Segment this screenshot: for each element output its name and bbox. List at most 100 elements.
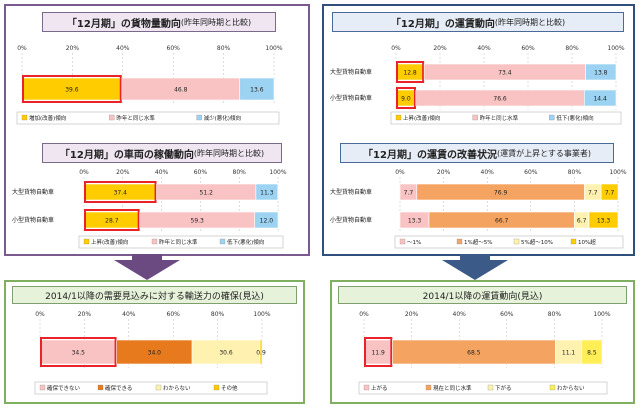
fare-data-label: 73.4 [498,70,512,77]
freight-tick-label: 0% [17,45,27,52]
freight-legend-swatch [109,114,115,121]
vehicle-data-label: 28.7 [105,218,119,225]
fare-bar-segment [584,89,617,107]
freight-data-label: 39.6 [65,87,79,94]
vehicle-legend-swatch [219,238,226,245]
capacity-tick-label: 20% [78,311,92,318]
improve-legend-box [394,235,624,249]
capacity-legend-label: その他 [221,384,238,392]
fare_outlook-tick-label: 80% [548,311,562,318]
improve-legend-label: 5%超～10% [521,238,553,246]
capacity-data-label: 0.9 [256,350,266,357]
improve-legend-swatch [399,238,406,245]
improve-legend-label: ～1% [407,240,421,246]
capacity-data-label: 34.5 [72,350,86,357]
fare-tick-label: 40% [477,45,491,52]
vehicle-highlight-box [84,209,140,231]
fare_outlook-bar-segment [555,339,583,365]
fare-data-label: 12.8 [403,70,417,77]
improve-legend-label: 1%超～5% [464,238,492,246]
capacity-bar-segment [191,339,261,365]
fare_outlook-legend-label: 下がる [495,384,512,392]
fare_outlook-legend-swatch [425,384,432,391]
vehicle-tick-label: 20% [116,169,130,176]
improve-data-label: 7.7 [588,190,598,197]
freight-tick-label: 60% [167,45,181,52]
freight-tick-label: 100% [265,45,282,52]
lower-right-frame [330,280,635,404]
fare-legend-label: 上昇(改善)傾向 [403,114,440,122]
lower-left-frame [4,280,305,404]
fare_outlook-legend-box [358,381,608,395]
fare_outlook-legend-label: わからない [557,385,585,392]
improve-tick-label: 100% [609,169,626,176]
capacity-legend-label: わからない [163,385,191,392]
freight-data-label: 13.6 [250,87,264,94]
improve-tick-label: 20% [437,169,451,176]
capacity-bar-segment [116,339,193,365]
fare_outlook-tick-label: 0% [359,311,369,318]
fare_outlook-tick-label: 40% [453,311,467,318]
vehicle-bar-segment [254,211,279,229]
fare-tick-label: 80% [565,45,579,52]
fare_outlook-legend-label: 現在と同じ水準 [433,384,472,392]
freight-legend-box [16,111,280,125]
vehicle-tick-label: 40% [155,169,169,176]
fare_outlook-bar-segment [581,339,603,365]
fare_outlook-legend-label: 上がる [371,384,388,392]
vehicle-title: 「12月期」の車両の稼働動向 (昨年同時期と比較) [42,143,282,163]
fare_outlook-data-label: 68.5 [467,350,481,357]
fare-data-label: 14.4 [593,96,607,103]
freight-bar-segment [239,77,275,101]
capacity-legend-label: 確保できない [47,384,81,392]
vehicle-data-label: 37.4 [114,190,128,197]
capacity-data-label: 34.0 [148,350,162,357]
improve-tick-label: 0% [395,169,405,176]
fare_outlook-tick-label: 60% [500,311,514,318]
freight-highlight-box [22,75,122,103]
fare-legend-box [390,111,622,125]
improve-legend-swatch [456,238,463,245]
capacity-highlight-box [40,337,117,367]
vehicle-tick-label: 80% [233,169,247,176]
down-arrow-right [442,254,508,280]
fare_outlook-legend-swatch [363,384,370,391]
down-arrow-left-shape [114,254,180,280]
fare-data-label: 9.0 [401,96,411,103]
improve-category-label: 小型貨物自動車 [330,216,372,224]
vehicle-legend-label: 低下(悪化)傾向 [227,238,264,246]
freight-tick-label: 80% [217,45,231,52]
capacity-title-text: 2014/1以降の需要見込みに対する輸送力の確保(見込) [45,291,264,302]
improve-legend-swatch [570,238,577,245]
fare-highlight-box [396,61,425,83]
vehicle-data-label: 12.0 [260,218,274,225]
freight-title-text: 「12月期」の貨物量動向 [66,18,181,30]
vehicle-tick-label: 60% [194,169,208,176]
fare-tick-label: 0% [391,45,401,52]
down-arrow-left [114,254,180,280]
fare-outlook-title: 2014/1以降の運賃動向(見込) [338,286,627,304]
vehicle-category-label: 小型貨物自動車 [12,216,54,224]
improve-category-label: 大型貨物自動車 [330,188,372,196]
vehicle-highlight-box [84,181,157,203]
vehicle-legend-label: 上昇(改善)傾向 [91,238,128,246]
vehicle-subtitle: (昨年同時期と比較) [193,148,265,158]
fare-data-label: 13.8 [594,70,608,77]
freight-legend-swatch [21,114,28,121]
improve-subtitle: (運賃が上昇とする事業者) [496,148,591,158]
fare_outlook-bar-segment [392,339,556,365]
improve-bar-segment [600,183,619,201]
capacity-legend-swatch [39,384,46,391]
fare-title: 「12月期」の運賃動向 (昨年同時期と比較) [332,12,624,32]
capacity-title: 2014/1以降の需要見込みに対する輸送力の確保(見込) [12,286,297,304]
fare_outlook-legend-swatch [549,384,556,391]
capacity-tick-label: 100% [253,311,270,318]
fare_outlook-tick-label: 20% [405,311,419,318]
capacity-legend-label: 確保できる [105,384,132,392]
improve-bar-segment [588,211,619,229]
vehicle-data-label: 59.3 [191,218,205,225]
